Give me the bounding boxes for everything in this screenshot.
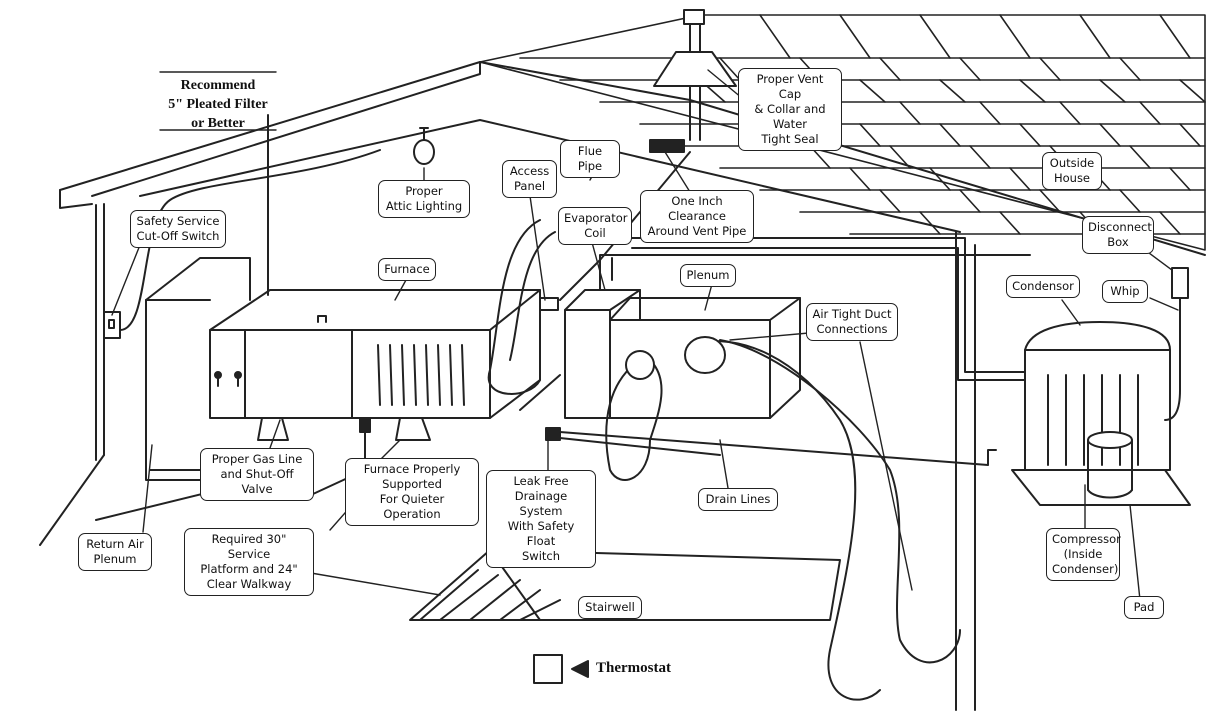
safety-switch <box>103 149 381 339</box>
service-platform-label: Required 30" Service Platform and 24" Cl… <box>184 528 314 596</box>
flex-ducts <box>487 219 961 701</box>
vent-cap-label: Proper Vent Cap & Collar and Water Tight… <box>738 68 842 151</box>
thermostat <box>533 654 589 684</box>
return-air-plenum-label: Return Air Plenum <box>78 533 152 571</box>
furnace-unit <box>209 114 541 501</box>
return-air-plenum <box>145 257 251 481</box>
access-panel-label: Access Panel <box>502 160 557 198</box>
thermostat-label: Thermostat <box>596 660 671 676</box>
evaporator-coil-label: Evaporator Coil <box>558 207 632 245</box>
attic-light <box>413 127 435 165</box>
stairwell-label: Stairwell <box>578 596 642 619</box>
furnace-label: Furnace <box>378 258 436 281</box>
outside-house-label: Outside House <box>1042 152 1102 190</box>
leak-free-drainage-label: Leak Free Drainage System With Safety Fl… <box>486 470 596 568</box>
air-tight-duct-label: Air Tight Duct Connections <box>806 303 898 341</box>
vent-pipe <box>559 9 737 301</box>
drain-lines <box>519 374 997 466</box>
filter-recommendation-note: Recommend 5" Pleated Filter or Better <box>168 78 268 131</box>
furnace-supported-label: Furnace Properly Supported For Quieter O… <box>345 458 479 526</box>
drain-lines-label: Drain Lines <box>698 488 778 511</box>
compressor-label: Compressor (Inside Condenser) <box>1046 528 1121 581</box>
condenser-unit <box>1011 267 1191 506</box>
supply-plenum <box>609 297 801 419</box>
condensor-label: Condensor <box>1006 275 1080 298</box>
pad-label: Pad <box>1124 596 1164 619</box>
whip-label: Whip <box>1102 280 1148 303</box>
gas-line-label: Proper Gas Line and Shut-Off Valve <box>200 448 314 501</box>
refrigerant-lines <box>599 237 1031 381</box>
safety-switch-label: Safety Service Cut-Off Switch <box>130 210 226 248</box>
one-inch-clearance-label: One Inch Clearance Around Vent Pipe <box>640 190 754 243</box>
flue-pipe-label: Flue Pipe <box>560 140 620 178</box>
plenum-label: Plenum <box>680 264 736 287</box>
attic-lighting-label: Proper Attic Lighting <box>378 180 470 218</box>
disconnect-box-label: Disconnect Box <box>1082 216 1154 254</box>
